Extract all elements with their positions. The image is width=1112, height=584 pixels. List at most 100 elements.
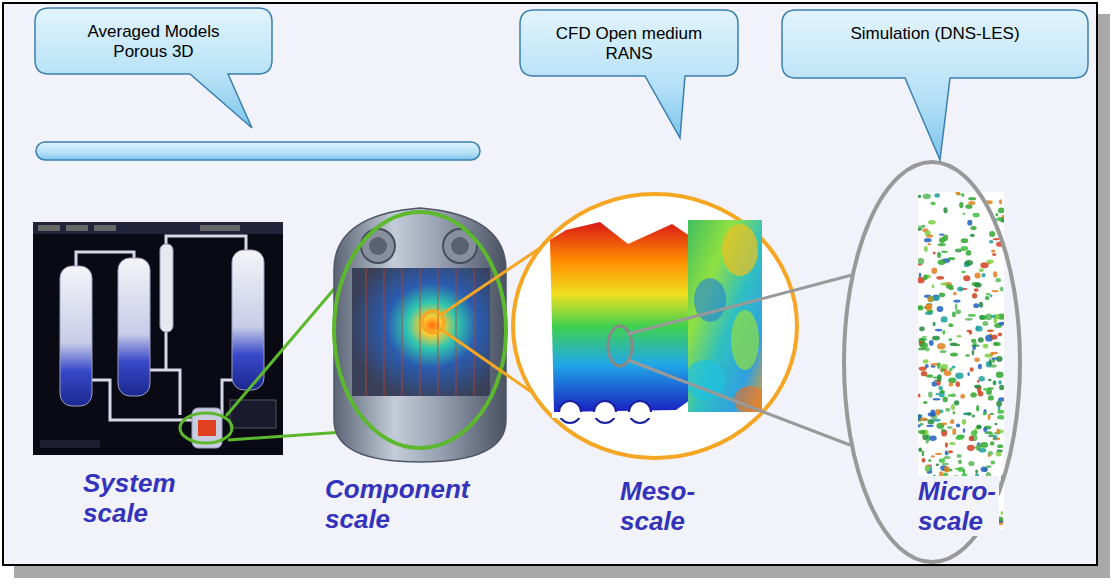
particle-dot [920,342,928,348]
zoom-line [628,275,852,445]
scale-label: Component scale [322,474,472,534]
particle-dot [928,296,932,302]
particle-dot [993,342,998,345]
particle-dot [955,373,963,380]
particle-dot [939,293,945,298]
particle-dot [991,315,996,318]
particle-dot [972,350,975,356]
particle-dot [975,426,982,429]
particle-dot [951,404,955,410]
particle-dot [978,364,982,369]
particle-dot [996,451,1002,456]
particle-dot [954,400,959,405]
callout-outline [782,10,1088,160]
particle-dot [968,461,974,466]
particle-dot [918,195,921,198]
particle-dot [937,343,945,350]
particle-dot [967,220,972,226]
particle-dot [961,193,964,197]
particle-dot [999,199,1002,204]
particle-dot [937,374,942,380]
particle-dot [918,305,924,310]
particle-dot [962,213,965,215]
particle-dot [983,412,987,415]
particle-dot [932,284,935,288]
particle-dot [969,436,974,441]
particle-dot [926,374,933,377]
particle-dot [990,352,993,357]
particle-dot [968,314,976,317]
particle-dot [989,433,994,437]
particle-dot [935,295,940,300]
particle-dot [996,428,1000,433]
particle-dot [993,271,997,278]
particle-dot [928,419,935,424]
particle-dot [938,386,943,390]
particle-dot [933,251,936,254]
particle-dot [974,288,979,292]
particle-dot [925,364,929,368]
particle-dot [952,428,956,435]
particle-dot [949,442,956,445]
particle-dot [979,302,983,308]
particle-dot [925,465,930,472]
particle-dot [970,234,975,237]
particle-dot [973,303,979,308]
particle-dot [991,335,998,340]
particle-dot [955,249,962,253]
particle-dot [975,272,981,278]
particle-dot [926,439,929,444]
particle-dot [956,309,962,314]
particle-dot [967,445,975,451]
particle-dot [960,394,965,399]
particle-dot [973,213,980,218]
particle-dot [923,275,928,281]
scale-label: Meso- scale [617,476,698,536]
span-bar [36,142,480,160]
particle-dot [965,318,973,321]
particle-dot [924,238,932,242]
particle-dot [921,371,927,376]
particle-dot [1000,286,1004,291]
particle-dot [955,468,962,470]
particle-dot [948,323,953,327]
particle-dot [949,287,954,290]
particle-dot [942,463,949,465]
particle-dot [983,427,987,432]
scale-label: System scale [80,468,179,528]
particle-dot [925,311,932,315]
particle-dot [931,268,937,274]
particle-dot [928,220,936,224]
particle-dot [999,322,1005,326]
particle-dot [1001,511,1004,515]
particle-dot [949,338,953,342]
particle-dot [937,363,941,369]
particle-dot [970,367,974,372]
particle-dot [956,454,961,458]
particle-dot [988,379,992,382]
particle-dot [997,444,1003,448]
particle-dot [937,306,944,312]
particle-dot [941,430,947,437]
particle-dot [944,466,949,473]
particle-dot [998,406,1001,411]
particle-dot [933,398,941,400]
particle-dot [983,409,986,414]
particle-dot [928,459,931,462]
particle-dot [977,380,980,383]
particle-dot [929,436,937,441]
particle-dot [969,330,972,334]
particle-dot [987,260,994,264]
particle-dot [998,333,1002,337]
particle-dot [918,394,921,398]
particle-dot [982,321,988,326]
particle-dot [998,380,1002,384]
particle-dot [968,197,976,200]
particle-dot [953,292,957,296]
particle-dot [992,290,999,292]
particle-dot [920,418,928,421]
particle-dot [995,213,998,216]
particle-dot [989,359,992,365]
particle-dot [971,430,977,435]
particle-dot [941,422,947,425]
